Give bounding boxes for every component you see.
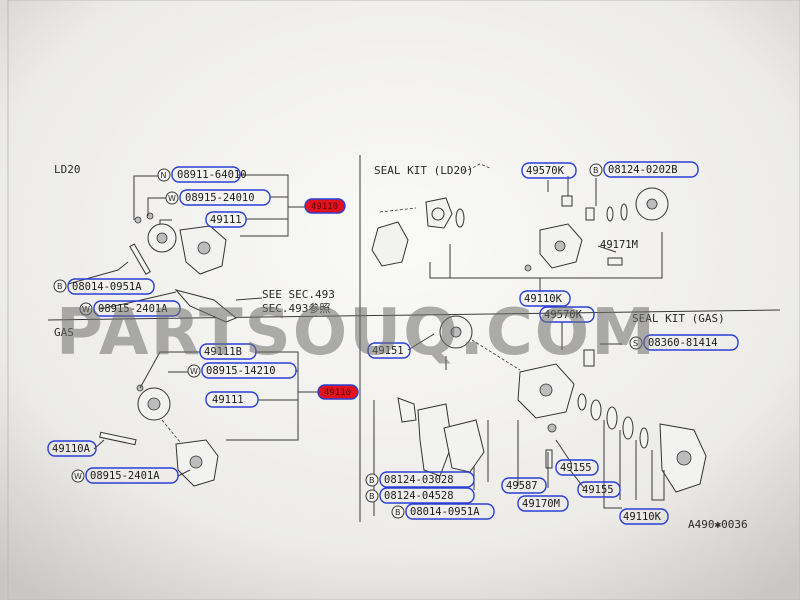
part-number: 08014-0951A xyxy=(410,506,480,518)
part-number: 49570K xyxy=(526,165,565,177)
part-number: 49151 xyxy=(372,345,404,357)
part-number: 49110 xyxy=(324,388,351,398)
section-label-gas: GAS xyxy=(54,326,74,339)
prefix-b-label: B xyxy=(395,508,401,517)
part-number: 49570K xyxy=(544,309,583,321)
prefix-w-icon xyxy=(71,469,85,483)
part-number: 49110K xyxy=(623,511,662,523)
part-number: 49111B xyxy=(204,346,242,358)
prefix-b-icon xyxy=(365,473,379,487)
callout-gas-bracket[interactable]: 49110A xyxy=(47,440,97,457)
callout-seal-gas-kit[interactable]: 49570K xyxy=(539,306,595,323)
part-number: 49155 xyxy=(582,484,614,496)
callout-gas-w-washer[interactable]: 08915-14210 xyxy=(201,362,297,379)
note-sec-jp: SEC.493参照 xyxy=(262,301,330,315)
prefix-b-label: B xyxy=(369,476,375,485)
callout-gas-155b[interactable]: 49155 xyxy=(577,481,621,498)
prefix-w-icon xyxy=(187,364,201,378)
prefix-w-label: W xyxy=(74,472,82,481)
callout-gas-110k[interactable]: 49110K xyxy=(619,508,669,525)
callout-gas-pulley-b[interactable]: 49111B xyxy=(199,343,257,360)
part-number: 49110K xyxy=(524,293,563,305)
prefix-w-label: W xyxy=(190,367,198,376)
divider-horizontal xyxy=(47,309,781,321)
prefix-s-label: S xyxy=(633,339,638,348)
prefix-w-label: W xyxy=(82,305,90,314)
part-number: 49155 xyxy=(560,462,592,474)
prefix-b-icon xyxy=(589,163,603,177)
section-label-seal-kit-ld20: SEAL KIT (LD20) xyxy=(374,164,473,177)
callout-gas-pump-highlighted[interactable]: 49110 xyxy=(317,384,359,400)
part-number: 49111 xyxy=(212,394,244,406)
prefix-w-icon xyxy=(165,191,179,205)
callout-gas-b2[interactable]: 08124-04528 xyxy=(379,487,475,504)
callout-ld20-w-washer-2[interactable]: 08915-2401A xyxy=(93,300,181,317)
callout-ld20-pulley[interactable]: 49111 xyxy=(205,211,247,228)
part-number: 08911-64010 xyxy=(177,169,247,181)
callout-ld20-b-bolt[interactable]: 08014-0951A xyxy=(67,278,155,295)
seal-kit-gas-mechanism xyxy=(397,315,707,493)
prefix-w-label: W xyxy=(168,194,176,203)
part-number: 08915-2401A xyxy=(98,303,168,315)
ld20-mechanism xyxy=(129,212,237,323)
seal-kit-ld20-arrow xyxy=(463,163,491,173)
part-number: 08360-81414 xyxy=(648,337,718,349)
callout-gas-w-washer-2[interactable]: 08915-2401A xyxy=(85,467,179,484)
prefix-b-icon xyxy=(391,505,405,519)
part-number: 49111 xyxy=(210,214,242,226)
part-number: 08915-14210 xyxy=(206,365,276,377)
callout-gas-b3[interactable]: 08014-0951A xyxy=(405,503,495,520)
callout-gas-b1[interactable]: 08124-03028 xyxy=(379,471,475,488)
prefix-n-label: N xyxy=(161,171,167,180)
part-number: 08124-04528 xyxy=(384,490,454,502)
watermark: PARTSOUQ.COM xyxy=(56,296,657,370)
part-number: 49110 xyxy=(311,202,338,212)
part-label-ld20-valve: 49171M xyxy=(600,239,638,251)
callout-gas-pulley[interactable]: 49111 xyxy=(205,391,259,408)
prefix-b-label: B xyxy=(369,492,375,501)
prefix-n-icon xyxy=(157,168,171,182)
gas-mechanism xyxy=(99,384,219,487)
callout-ld20-n-bolt[interactable]: 08911-64010 xyxy=(171,166,247,183)
paper-edge xyxy=(7,0,800,600)
seal-kit-ld20-mechanism xyxy=(371,187,669,272)
part-number: 08124-03028 xyxy=(384,474,454,486)
prefix-b-icon xyxy=(53,279,67,293)
prefix-b-label: B xyxy=(57,282,63,291)
callout-seal-gas-s[interactable]: 08360-81414 xyxy=(643,334,739,351)
prefix-s-icon xyxy=(629,336,643,350)
part-number: 49587 xyxy=(506,480,538,492)
part-number: 08915-24010 xyxy=(185,192,255,204)
callout-gas-pulley-151[interactable]: 49151 xyxy=(367,342,411,359)
callout-seal-ld20-kit[interactable]: 49570K xyxy=(521,162,577,179)
part-number: 49110A xyxy=(52,443,91,455)
callout-gas-587[interactable]: 49587 xyxy=(501,477,547,494)
callout-gas-170m[interactable]: 49170M xyxy=(517,495,569,512)
callout-seal-ld20-b[interactable]: 08124-0202B xyxy=(603,161,699,178)
callout-gas-155a[interactable]: 49155 xyxy=(555,459,599,476)
part-number: 49170M xyxy=(522,498,560,510)
callout-ld20-w-washer[interactable]: 08915-24010 xyxy=(179,189,271,206)
part-number: 08124-0202B xyxy=(608,164,678,176)
callout-ld20-pump-highlighted[interactable]: 49110 xyxy=(304,198,346,214)
note-see-sec: SEE SEC.493 xyxy=(262,288,335,301)
section-label-seal-kit-gas: SEAL KIT (GAS) xyxy=(632,312,725,325)
callout-seal-ld20-pump[interactable]: 49110K xyxy=(519,290,571,307)
section-label-ld20: LD20 xyxy=(54,163,81,176)
prefix-w-icon xyxy=(79,302,93,316)
prefix-b-label: B xyxy=(593,166,599,175)
part-number: 08915-2401A xyxy=(90,470,160,482)
diagram-code: A490✱0036 xyxy=(688,518,748,531)
prefix-b-icon xyxy=(365,489,379,503)
part-number: 08014-0951A xyxy=(72,281,142,293)
